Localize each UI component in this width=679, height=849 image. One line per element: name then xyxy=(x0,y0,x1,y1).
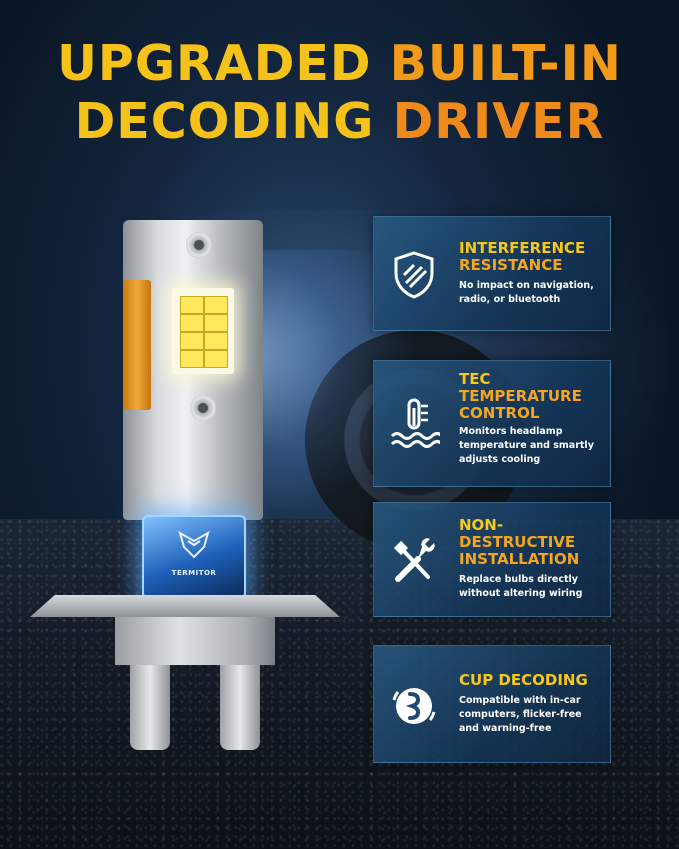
heat-fin xyxy=(123,280,151,410)
feature-description: Compatible with in-car computers, flicke… xyxy=(459,695,582,734)
feature-title-line: RESISTANCE xyxy=(459,256,563,274)
bulb-base xyxy=(115,617,275,665)
feature-title: NON- DESTRUCTIVE INSTALLATION xyxy=(459,517,604,568)
headline-line2-b: DRIVER xyxy=(392,93,605,150)
feature-description: Monitors headlamp temperature and smartl… xyxy=(459,426,594,465)
feature-title-line: INTERFERENCE xyxy=(459,239,586,257)
feature-title-line: CONTROL xyxy=(459,404,540,422)
screw-icon xyxy=(186,232,212,258)
bulb-pin xyxy=(220,665,260,750)
feature-description: No impact on navigation, radio, or bluet… xyxy=(459,280,594,305)
feature-title: INTERFERENCE RESISTANCE xyxy=(459,240,604,274)
chip-brand-label: TERMITOR xyxy=(171,569,217,577)
feature-card-interference: INTERFERENCE RESISTANCE No impact on nav… xyxy=(373,216,611,331)
feature-title-line: INSTALLATION xyxy=(459,550,580,568)
thermometer-icon xyxy=(390,398,440,448)
feature-title-line: TEMPERATURE xyxy=(459,387,582,405)
shield-icon xyxy=(394,251,434,299)
decoder-icon xyxy=(392,688,436,724)
brand-logo-icon xyxy=(178,530,210,559)
tools-icon xyxy=(393,538,435,582)
headline-line1-b: BUILT-IN xyxy=(389,35,622,92)
bulb-collar xyxy=(30,595,340,617)
feature-title-line: CUP DECODING xyxy=(459,671,588,689)
headline-line1-a: UPGRADED xyxy=(57,35,390,92)
feature-card-temperature: TEC TEMPERATURE CONTROL Monitors headlam… xyxy=(373,360,611,487)
decoder-chip: TERMITOR xyxy=(142,515,246,599)
feature-title-line: TEC xyxy=(459,370,491,388)
headline: UPGRADED BUILT-IN DECODING DRIVER xyxy=(0,35,679,151)
feature-title-line: NON- xyxy=(459,516,504,534)
feature-card-installation: NON- DESTRUCTIVE INSTALLATION Replace bu… xyxy=(373,502,611,617)
feature-description: Replace bulbs directly without altering … xyxy=(459,574,583,599)
feature-card-decoding: CUP DECODING Compatible with in-car comp… xyxy=(373,645,611,763)
feature-title-line: DESTRUCTIVE xyxy=(459,533,576,551)
led-chip-panel xyxy=(172,288,234,374)
headline-line2-a: DECODING xyxy=(74,93,393,150)
screw-icon xyxy=(190,395,216,421)
feature-title: TEC TEMPERATURE CONTROL xyxy=(459,371,604,422)
bulb-pin xyxy=(130,665,170,750)
feature-title: CUP DECODING xyxy=(459,672,604,689)
led-bulb-image: TERMITOR xyxy=(30,220,350,760)
